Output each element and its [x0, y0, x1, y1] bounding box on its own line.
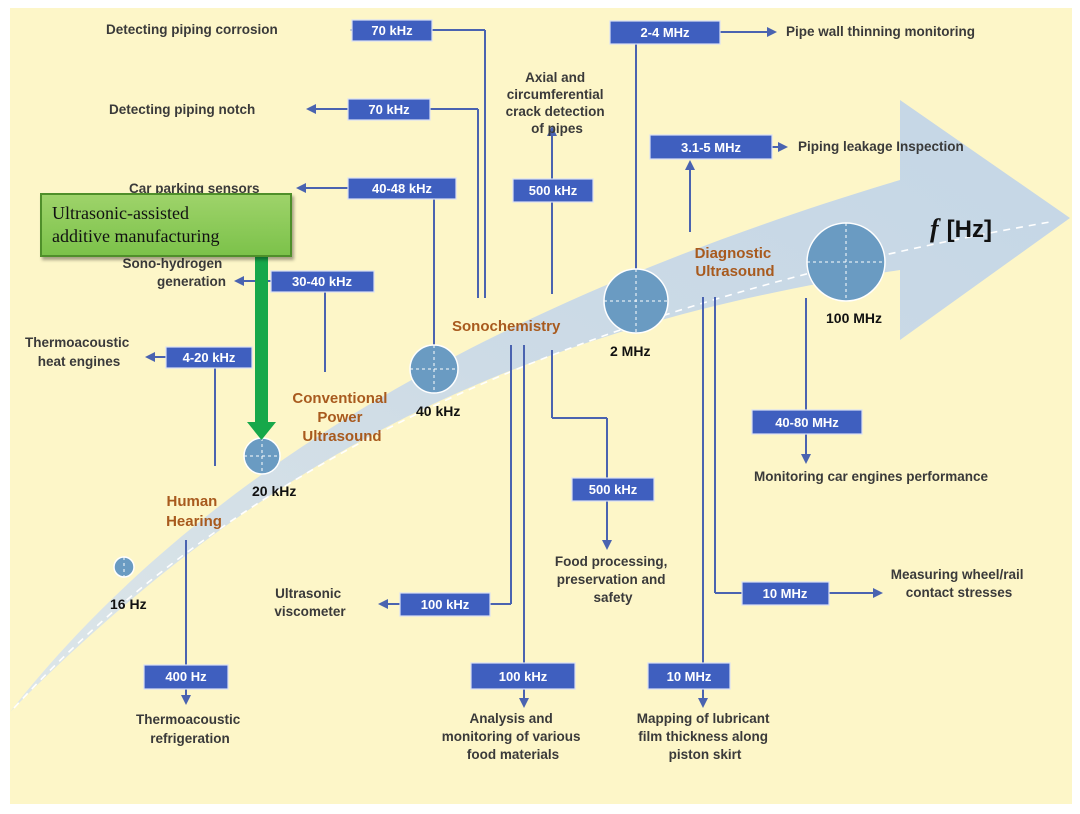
box-car-engines-40-80mhz: 40-80 MHz [751, 409, 863, 435]
svg-text:2-4 MHz: 2-4 MHz [640, 25, 690, 40]
box-food-analysis-100khz: 100 kHz [470, 662, 576, 690]
svg-text:500 kHz: 500 kHz [529, 183, 578, 198]
app-leakage-inspection: Piping leakage Inspection [798, 139, 964, 154]
app-thermoacoustic-refrigeration: Thermoacoustic refrigeration [136, 712, 244, 746]
app-sono-hydrogen: Sono-hydrogen generation [122, 256, 226, 289]
box-refrigeration-400hz: 400 Hz [143, 664, 229, 690]
application-labels: Detecting piping corrosion Detecting pip… [25, 22, 1028, 762]
callout-line-2: additive manufacturing [52, 226, 220, 246]
box-leakage-3-1-5mhz: 3.1-5 MHz [649, 134, 773, 160]
svg-text:3.1-5 MHz: 3.1-5 MHz [681, 140, 741, 155]
svg-text:10 MHz: 10 MHz [667, 669, 712, 684]
freq-label-16hz: 16 Hz [110, 596, 147, 612]
additive-manufacturing-callout: Ultrasonic-assisted additive manufacturi… [40, 193, 292, 257]
box-heat-engines-4-20khz: 4-20 kHz [165, 346, 253, 369]
app-thermoacoustic-engines: Thermoacoustic heat engines [25, 335, 133, 369]
region-conventional-power-ultrasound: Conventional Power Ultrasound [292, 390, 391, 445]
svg-text:400 Hz: 400 Hz [165, 669, 207, 684]
svg-text:30-40 kHz: 30-40 kHz [292, 274, 352, 289]
frequency-markers: 16 Hz 20 kHz 40 kHz 2 MHz 100 MHz [110, 222, 886, 612]
app-crack-detection: Axial and circumferential crack detectio… [506, 70, 609, 136]
app-food-processing: Food processing, preservation and safety [555, 554, 671, 605]
freq-label-100mhz: 100 MHz [826, 310, 882, 326]
frequency-axis-label: f[Hz] [930, 214, 992, 243]
svg-text:40-80 MHz: 40-80 MHz [775, 415, 839, 430]
svg-text:500 kHz: 500 kHz [589, 482, 638, 497]
freq-label-40khz: 40 kHz [416, 403, 460, 419]
app-wall-thinning: Pipe wall thinning monitoring [786, 24, 975, 39]
svg-text:100 kHz: 100 kHz [499, 669, 548, 684]
region-diagnostic-ultrasound: Diagnostic Ultrasound [695, 245, 776, 280]
app-detecting-corrosion: Detecting piping corrosion [106, 22, 278, 37]
frequency-band-arrow [10, 100, 1070, 712]
box-parking-40-48khz: 40-48 kHz [347, 177, 457, 200]
svg-text:70 kHz: 70 kHz [368, 102, 410, 117]
region-human-hearing: Human Hearing [166, 493, 222, 530]
app-car-parking: Car parking sensors [129, 181, 260, 196]
box-hydrogen-30-40khz: 30-40 kHz [270, 270, 375, 293]
freq-label-20khz: 20 kHz [252, 483, 296, 499]
box-viscometer-100khz: 100 kHz [399, 592, 491, 617]
region-labels: Human Hearing Conventional Power Ultraso… [166, 245, 775, 530]
box-corrosion-70khz: 70 kHz [351, 19, 433, 42]
svg-text:70 kHz: 70 kHz [371, 23, 413, 38]
app-ultrasonic-viscometer: Ultrasonic viscometer [274, 586, 346, 619]
box-notch-70khz: 70 kHz [347, 98, 431, 121]
box-lubricant-10mhz: 10 MHz [647, 662, 731, 690]
svg-text:100 kHz: 100 kHz [421, 597, 470, 612]
svg-text:40-48 kHz: 40-48 kHz [372, 181, 432, 196]
freq-label-2mhz: 2 MHz [610, 343, 650, 359]
box-food-processing-500khz: 500 kHz [571, 477, 655, 502]
box-wall-thinning-2-4mhz: 2-4 MHz [609, 20, 721, 45]
box-crack-500khz: 500 kHz [512, 178, 594, 203]
app-lubricant-mapping: Mapping of lubricant film thickness alon… [637, 711, 774, 762]
svg-text:4-20 kHz: 4-20 kHz [183, 350, 236, 365]
box-wheel-rail-10mhz: 10 MHz [741, 581, 830, 606]
region-sonochemistry: Sonochemistry [452, 318, 561, 335]
app-food-analysis: Analysis and monitoring of various food … [442, 711, 585, 762]
app-car-engines: Monitoring car engines performance [754, 469, 989, 484]
additive-manufacturing-arrow [247, 256, 276, 440]
app-detecting-notch: Detecting piping notch [109, 102, 255, 117]
frequency-boxes: 70 kHz 70 kHz 40-48 kHz 30-40 kHz 4-20 k… [143, 19, 863, 690]
callout-line-1: Ultrasonic-assisted [52, 203, 189, 223]
svg-text:10 MHz: 10 MHz [763, 586, 808, 601]
app-wheel-rail: Measuring wheel/rail contact stresses [891, 567, 1028, 600]
